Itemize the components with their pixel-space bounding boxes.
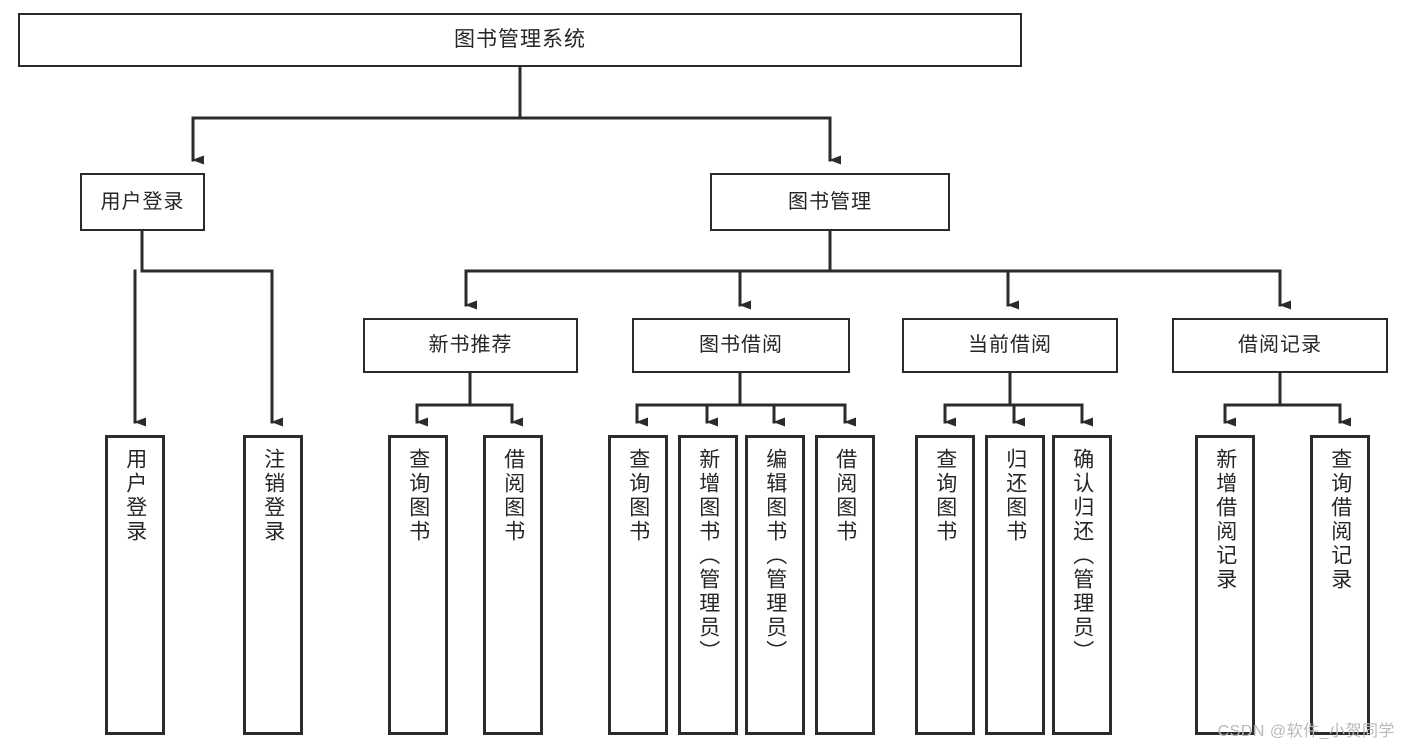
node-leaf-logout-label: 注销登录 — [261, 448, 285, 544]
node-current-borrow[interactable]: 当前借阅 — [902, 318, 1118, 373]
node-current-borrow-label: 当前借阅 — [968, 334, 1052, 356]
node-leaf-query-book-2[interactable]: 查询图书 — [608, 435, 668, 735]
node-leaf-borrow-book-1[interactable]: 借阅图书 — [483, 435, 543, 735]
node-leaf-confirm-return[interactable]: 确认归还（管理员） — [1052, 435, 1112, 735]
node-leaf-query-book-3[interactable]: 查询图书 — [915, 435, 975, 735]
node-book-borrow[interactable]: 图书借阅 — [632, 318, 850, 373]
node-leaf-return-book-label: 归还图书 — [1003, 448, 1027, 544]
node-leaf-query-book-3-label: 查询图书 — [933, 448, 957, 544]
node-leaf-confirm-return-label: 确认归还（管理员） — [1070, 448, 1094, 664]
node-leaf-query-book-1-label: 查询图书 — [406, 448, 430, 544]
node-leaf-user-login-label: 用户登录 — [123, 448, 147, 544]
node-book-borrow-label: 图书借阅 — [699, 334, 783, 356]
node-leaf-return-book[interactable]: 归还图书 — [985, 435, 1045, 735]
node-user-login[interactable]: 用户登录 — [80, 173, 205, 231]
node-leaf-logout[interactable]: 注销登录 — [243, 435, 303, 735]
node-leaf-query-book-1[interactable]: 查询图书 — [388, 435, 448, 735]
node-new-book-recommend-label: 新书推荐 — [428, 334, 513, 356]
node-leaf-borrow-book-2-label: 借阅图书 — [833, 448, 857, 544]
node-leaf-edit-book[interactable]: 编辑图书（管理员） — [745, 435, 805, 735]
node-root-label: 图书管理系统 — [454, 27, 586, 51]
node-leaf-add-borrow-record[interactable]: 新增借阅记录 — [1195, 435, 1255, 735]
node-leaf-add-book[interactable]: 新增图书（管理员） — [678, 435, 738, 735]
node-leaf-query-book-2-label: 查询图书 — [626, 448, 650, 544]
node-leaf-query-borrow-record[interactable]: 查询借阅记录 — [1310, 435, 1370, 735]
node-leaf-user-login[interactable]: 用户登录 — [105, 435, 165, 735]
node-leaf-borrow-book-2[interactable]: 借阅图书 — [815, 435, 875, 735]
node-user-login-label: 用户登录 — [100, 190, 185, 213]
node-borrow-record-label: 借阅记录 — [1238, 334, 1322, 356]
node-leaf-edit-book-label: 编辑图书（管理员） — [763, 448, 787, 664]
node-leaf-add-borrow-record-label: 新增借阅记录 — [1213, 448, 1237, 592]
node-root[interactable]: 图书管理系统 — [18, 13, 1022, 67]
node-new-book-recommend[interactable]: 新书推荐 — [363, 318, 578, 373]
node-borrow-record[interactable]: 借阅记录 — [1172, 318, 1388, 373]
node-leaf-borrow-book-1-label: 借阅图书 — [501, 448, 525, 544]
node-book-management[interactable]: 图书管理 — [710, 173, 950, 231]
node-leaf-query-borrow-record-label: 查询借阅记录 — [1328, 448, 1352, 592]
node-book-management-label: 图书管理 — [788, 190, 872, 213]
node-leaf-add-book-label: 新增图书（管理员） — [696, 448, 720, 664]
